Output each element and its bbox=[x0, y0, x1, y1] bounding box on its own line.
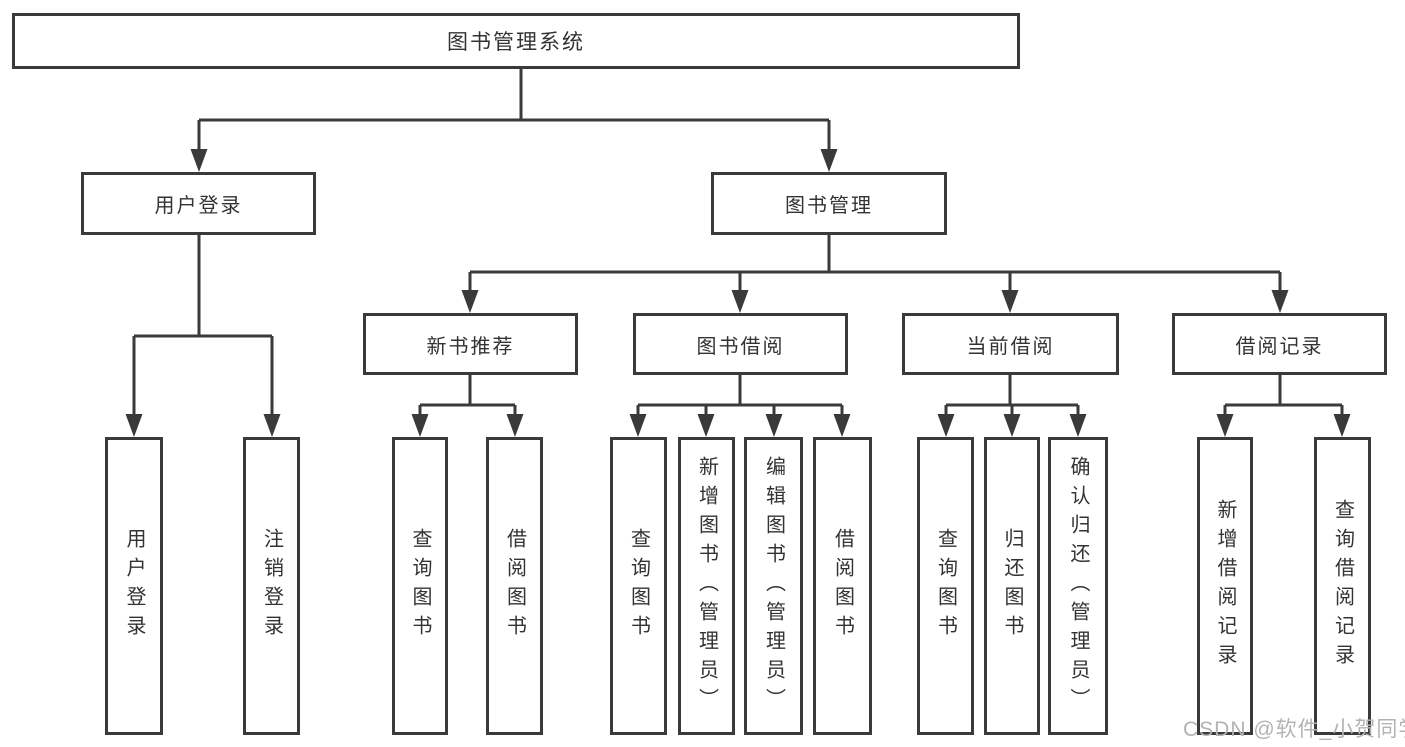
node-book-mgmt: 图书管理 bbox=[711, 172, 947, 235]
leaf-br-add-record-label: 新增借阅记录 bbox=[1214, 499, 1236, 673]
leaf-cb-confirm-return-admin-label: 确认归还（管理员） bbox=[1067, 455, 1089, 717]
node-new-book-rec: 新书推荐 bbox=[363, 313, 578, 375]
leaf-bb-borrow-book-label: 借阅图书 bbox=[831, 528, 854, 644]
leaf-nb-borrow-book: 借阅图书 bbox=[486, 437, 543, 735]
arrow-bb-edit bbox=[765, 414, 783, 437]
leaf-nb-borrow-book-label: 借阅图书 bbox=[503, 528, 526, 644]
arrow-bb-query bbox=[629, 414, 647, 437]
leaf-br-query-record: 查询借阅记录 bbox=[1314, 437, 1371, 735]
leaf-cb-confirm-return-admin: 确认归还（管理员） bbox=[1048, 437, 1108, 735]
leaf-cb-query-book: 查询图书 bbox=[917, 437, 974, 735]
arrow-br-query bbox=[1333, 414, 1351, 437]
arrow-to-leaf-login bbox=[125, 414, 143, 437]
leaf-br-add-record: 新增借阅记录 bbox=[1197, 437, 1253, 735]
arrow-nb-borrow bbox=[506, 414, 524, 437]
node-borrow-record-label: 借阅记录 bbox=[1235, 335, 1324, 358]
leaf-logout-label: 注销登录 bbox=[260, 528, 283, 644]
edge-user-login-to-leaves bbox=[132, 235, 274, 415]
arrow-to-borrow-record bbox=[1271, 290, 1289, 313]
leaf-bb-borrow-book: 借阅图书 bbox=[813, 437, 872, 735]
leaf-bb-query-book-label: 查询图书 bbox=[627, 528, 650, 644]
edge-book-mgmt-to-level3 bbox=[468, 235, 1282, 291]
leaf-bb-add-book-admin-label: 新增图书（管理员） bbox=[695, 455, 718, 717]
node-book-borrow-label: 图书借阅 bbox=[696, 335, 785, 358]
node-current-borrow: 当前借阅 bbox=[902, 313, 1119, 375]
edge-book-borrow-to-leaves bbox=[636, 375, 844, 415]
node-user-login-label: 用户登录 bbox=[154, 195, 243, 217]
arrow-to-book-mgmt bbox=[820, 149, 838, 172]
node-new-book-rec-label: 新书推荐 bbox=[426, 335, 515, 358]
leaf-nb-query-book: 查询图书 bbox=[392, 437, 448, 735]
leaf-bb-add-book-admin: 新增图书（管理员） bbox=[678, 437, 735, 735]
node-book-mgmt-label: 图书管理 bbox=[785, 195, 873, 217]
arrow-to-book-borrow bbox=[731, 290, 749, 313]
node-book-borrow: 图书借阅 bbox=[633, 313, 848, 375]
arrow-nb-query bbox=[411, 414, 429, 437]
node-root-system: 图书管理系统 bbox=[12, 13, 1020, 69]
arrow-bb-borrow bbox=[833, 414, 851, 437]
leaf-bb-edit-book-admin: 编辑图书（管理员） bbox=[744, 437, 803, 735]
csdn-watermark: CSDN @软件_小贺同学 bbox=[1183, 718, 1405, 741]
leaf-logout: 注销登录 bbox=[243, 437, 300, 735]
arrow-to-current-borrow bbox=[1001, 290, 1019, 313]
node-borrow-record: 借阅记录 bbox=[1172, 313, 1387, 375]
leaf-cb-return-book-label: 归还图书 bbox=[1001, 528, 1023, 644]
edge-borrow-record-to-leaves bbox=[1223, 375, 1344, 415]
node-user-login: 用户登录 bbox=[81, 172, 316, 235]
arrow-cb-query bbox=[937, 414, 955, 437]
arrow-cb-return bbox=[1003, 414, 1021, 437]
leaf-bb-query-book: 查询图书 bbox=[610, 437, 667, 735]
node-root-label: 图书管理系统 bbox=[447, 31, 585, 54]
leaf-nb-query-book-label: 查询图书 bbox=[409, 528, 431, 644]
arrow-to-user-login bbox=[190, 149, 208, 172]
node-current-borrow-label: 当前借阅 bbox=[966, 335, 1055, 358]
arrow-cb-confirm bbox=[1069, 414, 1087, 437]
arrow-bb-add bbox=[697, 414, 715, 437]
arrow-to-leaf-logout bbox=[263, 414, 281, 437]
leaf-br-query-record-label: 查询借阅记录 bbox=[1331, 499, 1354, 673]
leaf-user-login: 用户登录 bbox=[105, 437, 163, 735]
leaf-user-login-label: 用户登录 bbox=[123, 528, 145, 644]
edge-root-to-level2 bbox=[197, 69, 831, 150]
edge-current-borrow-to-leaves bbox=[944, 375, 1080, 415]
leaf-cb-return-book: 归还图书 bbox=[984, 437, 1040, 735]
arrow-br-add bbox=[1216, 414, 1234, 437]
arrow-to-new-book bbox=[461, 290, 479, 313]
edge-new-book-to-leaves bbox=[418, 375, 517, 415]
leaf-bb-edit-book-admin-label: 编辑图书（管理员） bbox=[762, 455, 785, 717]
leaf-cb-query-book-label: 查询图书 bbox=[934, 528, 957, 644]
